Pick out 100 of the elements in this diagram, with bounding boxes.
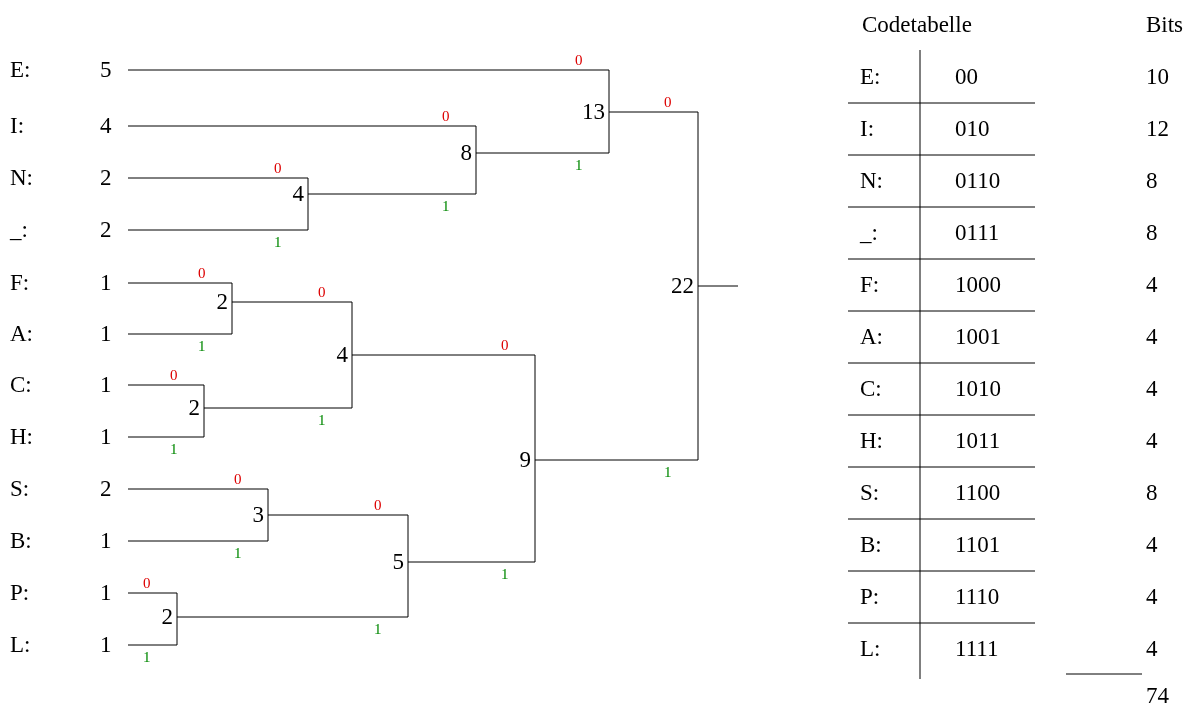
edge-label: 1: [441, 199, 451, 214]
connector: [351, 354, 536, 461]
edge-label: 0: [663, 95, 673, 110]
weight-number: 5: [364, 549, 408, 575]
code-value: 0110: [955, 168, 1001, 194]
symbol-label: E:: [860, 64, 881, 90]
edge-label: 0: [500, 338, 510, 353]
symbol-label: C:: [10, 372, 32, 398]
connector: [127, 592, 178, 618]
bit-count: 4: [1146, 636, 1158, 662]
symbol-label: H:: [860, 428, 883, 454]
total-bits: 74: [1146, 683, 1169, 709]
weight-number: 1: [100, 372, 128, 398]
edge-label: 1: [574, 158, 584, 173]
symbol-label: C:: [860, 376, 882, 402]
connector: [127, 301, 233, 335]
bit-count: 4: [1146, 428, 1158, 454]
symbol-label: N:: [860, 168, 883, 194]
bit-count: 4: [1146, 376, 1158, 402]
symbol-label: A:: [10, 321, 33, 347]
bit-count: 8: [1146, 220, 1158, 246]
symbol-label: H:: [10, 424, 33, 450]
connector: [127, 125, 477, 154]
weight-number: 13: [565, 99, 609, 125]
weight-number: 1: [100, 321, 128, 347]
edge-label: 1: [317, 413, 327, 428]
symbol-label: _:: [860, 220, 878, 246]
connector: [475, 111, 610, 154]
bit-count: 8: [1146, 480, 1158, 506]
weight-number: 1: [100, 528, 128, 554]
code-value: 1101: [955, 532, 1001, 558]
edge-label: 0: [169, 368, 179, 383]
connector: [127, 488, 269, 516]
symbol-label: F:: [860, 272, 880, 298]
code-value: 1000: [955, 272, 1001, 298]
weight-number: 2: [188, 289, 232, 315]
symbol-label: F:: [10, 270, 30, 296]
connector: [267, 514, 409, 563]
connector: [203, 354, 353, 409]
bit-count: 12: [1146, 116, 1169, 142]
connector: [127, 384, 205, 409]
code-value: 1001: [955, 324, 1001, 350]
edge-label: 0: [574, 53, 584, 68]
edge-label: 0: [317, 285, 327, 300]
edge-label: 1: [663, 465, 673, 480]
weight-number: 9: [491, 447, 535, 473]
edge-label: 1: [197, 339, 207, 354]
bit-count: 10: [1146, 64, 1169, 90]
connector: [127, 193, 309, 231]
connector: [534, 285, 699, 461]
bit-count: 8: [1146, 168, 1158, 194]
connector: [307, 152, 477, 195]
code-value: 00: [955, 64, 978, 90]
edge-label: 0: [441, 109, 451, 124]
symbol-label: I:: [10, 113, 25, 139]
connector: [127, 282, 233, 303]
symbol-label: L:: [860, 636, 881, 662]
edge-label: 0: [373, 498, 383, 513]
weight-number: 22: [654, 273, 698, 299]
weight-number: 8: [432, 140, 476, 166]
symbol-label: _:: [10, 217, 28, 243]
weight-number: 3: [224, 502, 268, 528]
symbol-label: B:: [860, 532, 882, 558]
code-value: 010: [955, 116, 990, 142]
code-value: 1111: [955, 636, 999, 662]
edge-label: 1: [169, 442, 179, 457]
edge-label: 1: [142, 650, 152, 665]
code-value: 1110: [955, 584, 1000, 610]
bit-count: 4: [1146, 324, 1158, 350]
edge-label: 1: [500, 567, 510, 582]
code-value: 1100: [955, 480, 1001, 506]
weight-number: 1: [100, 632, 128, 658]
connector: [176, 561, 409, 618]
symbol-label: N:: [10, 165, 33, 191]
weight-number: 1: [100, 580, 128, 606]
table-heading: Codetabelle: [862, 12, 972, 38]
weight-number: 2: [100, 476, 128, 502]
weight-number: 4: [264, 181, 308, 207]
code-value: 0111: [955, 220, 1000, 246]
connector: [127, 177, 309, 195]
connector: [608, 111, 699, 287]
connector: [127, 69, 610, 113]
edge-label: 1: [373, 622, 383, 637]
edge-label: 0: [142, 576, 152, 591]
symbol-label: E:: [10, 57, 31, 83]
code-value: 1010: [955, 376, 1001, 402]
weight-number: 2: [160, 395, 204, 421]
weight-number: 5: [100, 57, 128, 83]
connector: [127, 616, 178, 646]
connector: [697, 285, 739, 287]
weight-number: 2: [100, 217, 128, 243]
edge-label: 0: [197, 266, 207, 281]
code-value: 1011: [955, 428, 1001, 454]
symbol-label: P:: [10, 580, 30, 606]
connector: [231, 301, 353, 356]
symbol-label: S:: [10, 476, 30, 502]
connector: [127, 514, 269, 542]
bit-count: 4: [1146, 272, 1158, 298]
weight-number: 2: [133, 604, 177, 630]
symbol-label: A:: [860, 324, 883, 350]
